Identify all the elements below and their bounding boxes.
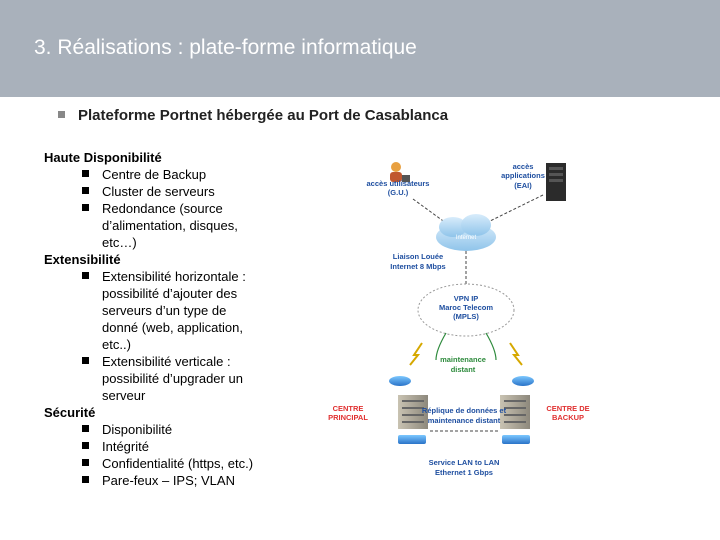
list-item-text: Extensibilité horizontale : possibilité … [102,269,246,352]
server-rack-icon [546,163,566,201]
building-backup-icon [500,395,530,429]
lightning-icon-2 [509,342,523,366]
liaison-label-2: Internet 8 Mbps [390,262,445,271]
users-icon [390,162,410,182]
vpn-cloud-icon [417,283,515,337]
list-item-text: Extensibilité verticale : possibilité d’… [102,354,243,403]
centre-backup-label-1: CENTRE DE [546,404,589,413]
lightning-icon [409,342,423,366]
bullet-icon [82,170,89,177]
list-item: Redondance (source d’alimentation, disqu… [44,200,252,251]
subtitle: Plateforme Portnet hébergée au Port de C… [58,107,448,124]
bullet-square-icon [58,111,65,118]
internet-cloud-icon [436,214,496,251]
bullet-icon [82,459,89,466]
list-item-text: Intégrité [102,439,149,454]
service-label-1: Service LAN to LAN [429,458,500,467]
apps-label-3: (EAI) [514,181,532,190]
list-item: Extensibilité horizontale : possibilité … [44,268,260,353]
list-item-text: Disponibilité [102,422,173,437]
list-item-text: Cluster de serveurs [102,184,215,199]
bullet-icon [82,204,89,211]
bullet-icon [82,425,89,432]
vpn-label-3: (MPLS) [453,312,479,321]
list-item-text: Redondance (source d’alimentation, disqu… [102,201,238,250]
maintenance-label-2: distant [451,365,476,374]
list-item: Intégrité [44,438,262,455]
subtitle-text: Plateforme Portnet hébergée au Port de C… [78,107,449,124]
building-principal-icon [398,395,428,429]
feature-list: Haute Disponibilité Centre de Backup Clu… [44,149,294,489]
list-item-text: Confidentialité (https, etc.) [102,456,254,471]
users-label-2: (G.U.) [388,188,409,197]
link-apps-internet [485,194,544,224]
section-heading: Haute Disponibilité [44,150,162,165]
centre-principal-label-1: CENTRE [333,404,364,413]
list-item: Centre de Backup [44,166,262,183]
vpn-label-2: Maroc Telecom [439,303,493,312]
switch-icon-2 [502,435,530,444]
maintenance-arrow-2 [435,332,447,361]
liaison-label-1: Liaison Louée [393,252,443,261]
list-item-text: Pare-feux – IPS; VLAN [102,473,235,488]
page-title: 3. Réalisations : plate-forme informatiq… [34,36,417,59]
apps-label-2: applications [501,171,545,180]
internet-label: Internet [456,235,477,241]
vpn-label-1: VPN IP [454,294,479,303]
header-bar: 3. Réalisations : plate-forme informatiq… [0,0,720,97]
bullet-icon [82,272,89,279]
switch-icon [398,435,426,444]
bullet-icon [82,357,89,364]
bullet-icon [82,187,89,194]
list-item: Pare-feux – IPS; VLAN [44,472,282,489]
maintenance-label-1: maintenance [440,355,486,364]
centre-principal-label-2: PRINCIPAL [328,413,368,422]
list-item-text: Centre de Backup [102,167,207,182]
users-label-1: accès utilisateurs [367,179,430,188]
bullet-icon [82,442,89,449]
centre-backup-label-2: BACKUP [552,413,584,422]
replique-label-2: maintenance distant [428,416,501,425]
maintenance-arrow [485,332,497,361]
list-item: Disponibilité [44,421,262,438]
network-diagram: accès utilisateurs (G.U.) accès applicat… [328,162,590,477]
section-heading: Sécurité [44,405,96,420]
apps-label-1: accès [513,162,534,171]
bullet-icon [82,476,89,483]
list-item: Confidentialité (https, etc.) [44,455,282,472]
router-icon-2 [512,376,534,386]
router-icon [389,376,411,386]
section-heading: Extensibilité [44,252,121,267]
link-users-internet [412,198,447,224]
list-item: Extensibilité verticale : possibilité d’… [44,353,260,404]
list-item: Cluster de serveurs [44,183,262,200]
service-label-2: Ethernet 1 Gbps [435,468,493,477]
replique-label-1: Réplique de données et [422,406,507,415]
